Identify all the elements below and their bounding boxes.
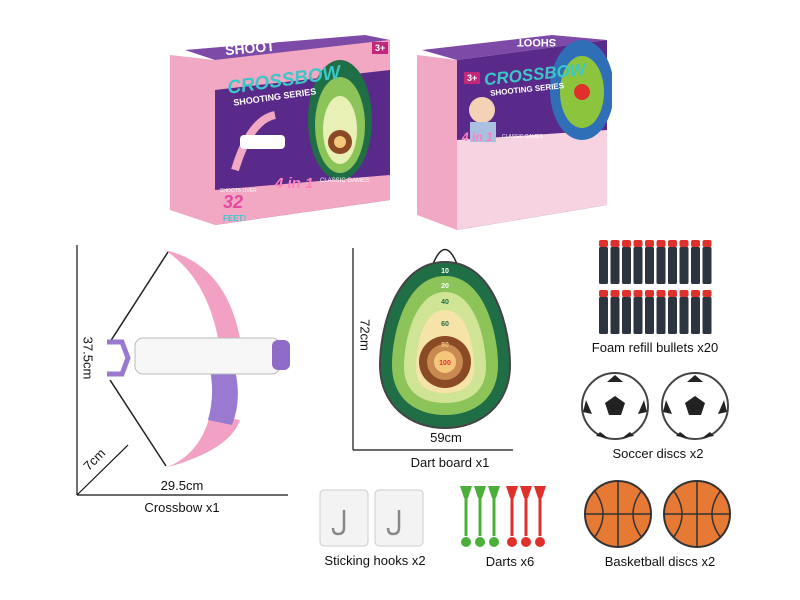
crossbow-width: 29.5cm [160,478,204,493]
box-brand: SHOOT [517,36,557,48]
sticking-hook [319,489,369,547]
foam-bullet [668,290,677,334]
foam-bullet [702,240,712,284]
ring-label-60: 60 [441,321,449,328]
ring-label-40: 40 [441,299,449,306]
foam-bullet [645,240,654,284]
foam-bullet [622,240,631,284]
crossbow-grip [208,370,238,425]
dartboard-label: Dart board x1 [410,455,490,470]
dart [534,486,546,547]
dartboard-width: 59cm [430,430,462,445]
foam-bullet [691,290,700,334]
foam-bullets [599,240,712,334]
basketball-label: Basketball discs x2 [604,554,716,569]
ring-label-20: 20 [441,283,449,290]
dart [460,486,472,547]
crossbow-body [134,337,281,375]
4in1-subtitle: CLASSIC GAMES [320,178,370,184]
dartboard-illustration: 10 20 40 60 80 100 [352,248,513,451]
age-badge: 3+ [372,42,389,54]
foam-bullet [645,290,654,334]
ring-label-10: 10 [441,268,449,275]
foam-bullet [610,240,620,284]
crossbow-handle [107,339,131,377]
foam-bullet [668,240,677,284]
depth-axis [76,444,129,496]
basketball-disc [584,480,652,548]
4in1-badge: 4 in 1 [275,175,314,192]
soccer-label: Soccer discs x2 [612,446,704,461]
sticking-hook [374,489,424,547]
soccer-discs [581,372,729,440]
basketball-discs [584,480,731,548]
hanging-loop [432,248,458,265]
range-unit: FEET! [223,214,247,223]
ring-label-100: 100 [439,360,451,367]
dart [506,486,518,547]
age-badge: 3+ [464,72,481,84]
bullets-label: Foam refill bullets x20 [591,340,719,355]
crossbow-height: 37.5cm [80,336,96,380]
foam-bullet [633,290,643,334]
crossbow-label: Crossbow x1 [144,500,220,515]
foam-bullet [679,290,689,334]
foam-bullet [622,290,631,334]
soccer-disc [661,372,729,440]
foam-bullet [610,290,620,334]
crossbow-illustration [76,245,290,496]
dart [520,486,532,547]
product-box-back: CROSSBOW SHOOTING SERIES SHOOT 3+ 4 in 1… [412,30,614,230]
foam-bullet [702,290,712,334]
bow-limb-bottom [165,415,240,468]
basketball-disc [663,480,731,548]
darts-label: Darts x6 [485,554,535,569]
hooks-label: Sticking hooks x2 [324,553,426,568]
dartboard-height: 72cm [357,319,373,351]
foam-bullet [679,240,689,284]
foam-bullet [656,240,666,284]
ring-label-80: 80 [441,342,449,349]
foam-bullet [633,240,643,284]
foam-bullet [691,240,700,284]
sticking-hooks [319,489,424,547]
soccer-disc [581,372,649,440]
dart [488,486,500,547]
range-value: 32 [223,192,244,212]
foam-bullet [656,290,666,334]
range-top: SHOOTS OVER [220,188,257,194]
product-box-front: SHOOT CROSSBOW SHOOTING SERIES 3+ 4 in 1… [165,30,400,230]
darts [460,486,546,547]
bow-limb-top [165,250,242,350]
4in1-badge: 4 in 1 [462,130,493,144]
4in1-subtitle: CLASSIC GAMES [502,134,543,140]
dart [474,486,486,547]
foam-bullet [599,240,608,284]
foam-bullet [599,290,608,334]
